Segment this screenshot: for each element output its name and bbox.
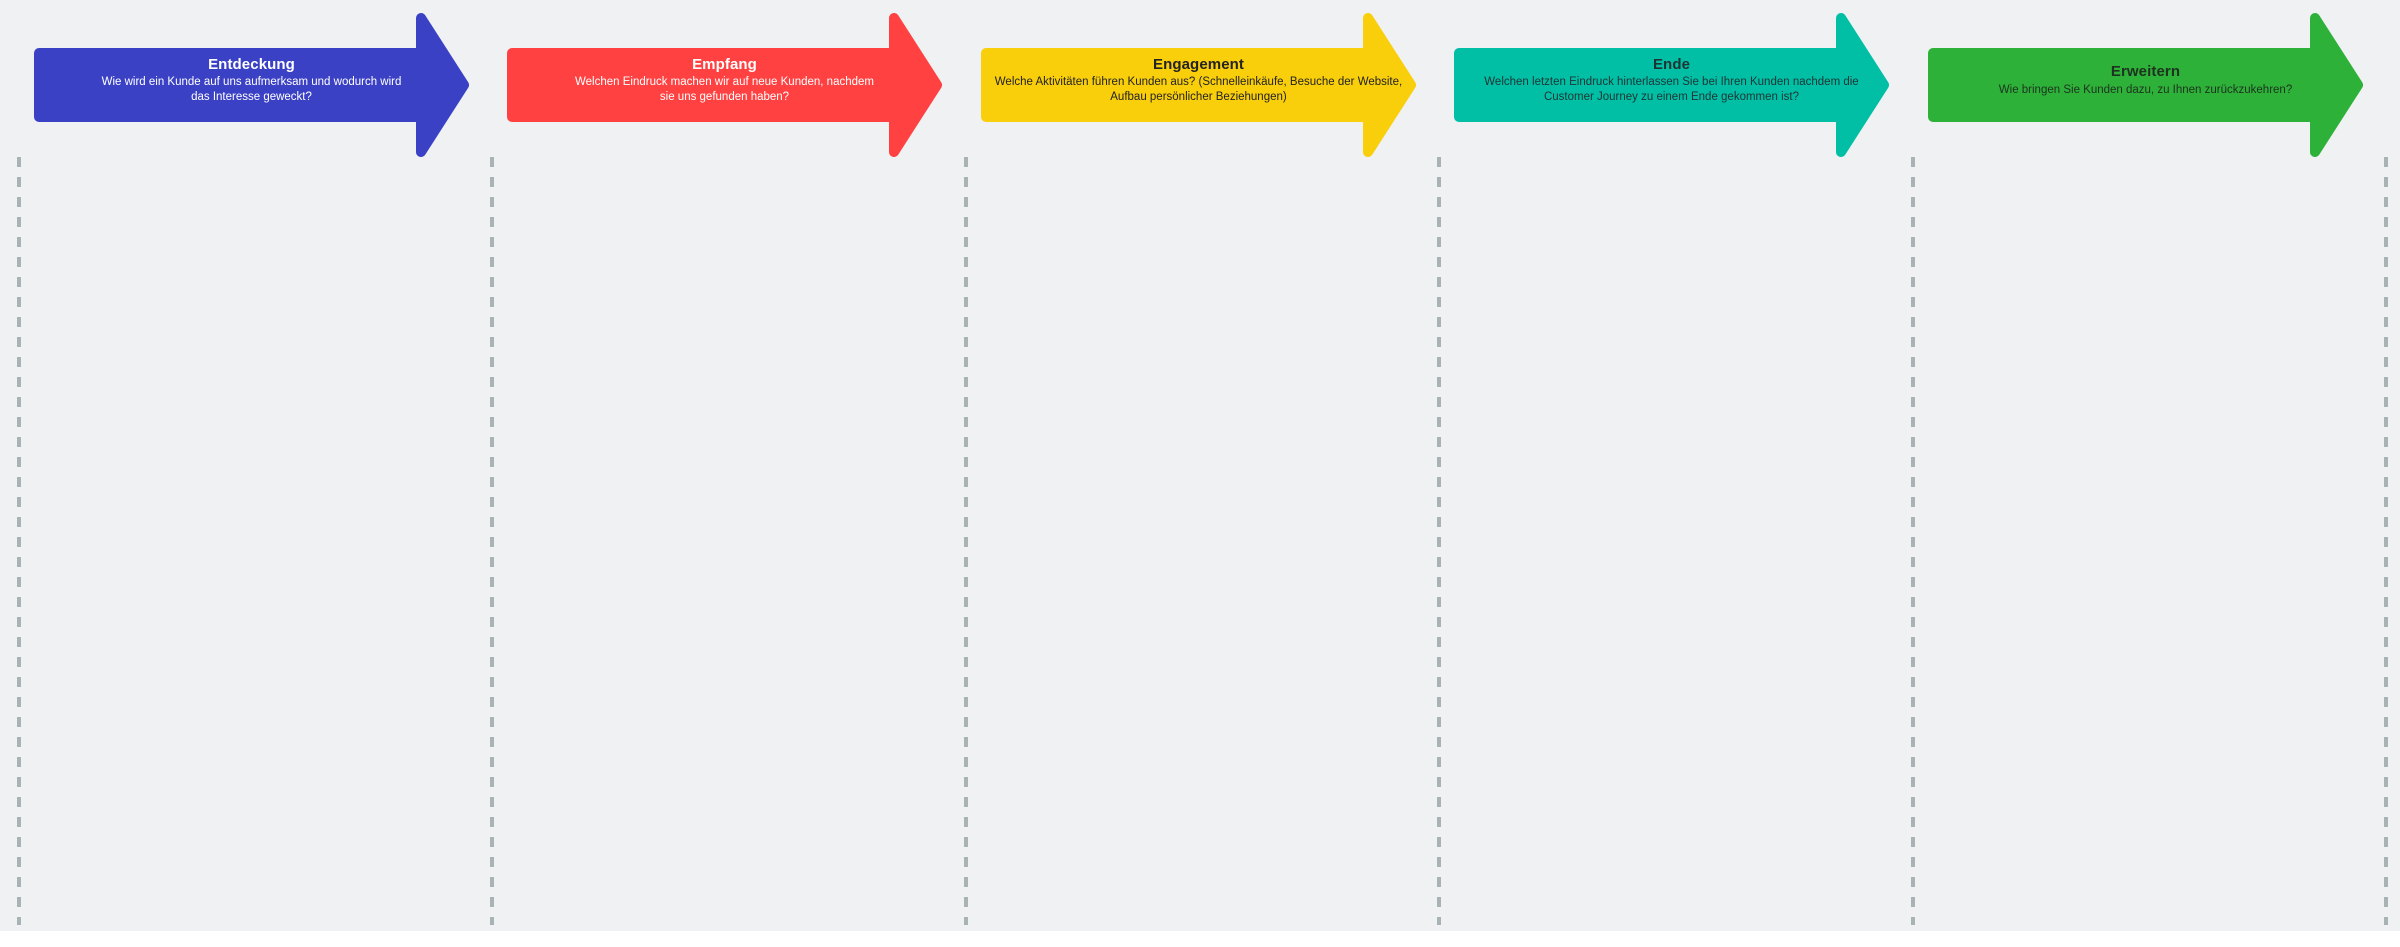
stage-title: Engagement (1152, 55, 1244, 73)
lane-divider (1437, 157, 1441, 925)
lane-divider (964, 157, 968, 925)
stage-title: Erweitern (2110, 63, 2181, 81)
stage-arrow-ende[interactable]: Ende Welchen letzten Eindruck hinterlass… (1454, 13, 1889, 157)
arrow-polygon (1928, 13, 2363, 157)
stage-description: Wie wird ein Kunde auf uns aufmerksam un… (101, 76, 402, 104)
arrow-polygon (1454, 13, 1889, 157)
stage-title: Ende (1652, 55, 1691, 73)
stage-description: Welchen letzten Eindruck hinterlassen Si… (1484, 76, 1859, 104)
arrow-polygon (507, 13, 942, 157)
arrow-right-shape (1928, 13, 2363, 157)
bottom-strip (0, 931, 2400, 947)
stage-text: Entdeckung Wie wird ein Kunde auf uns au… (34, 43, 469, 117)
lane-divider (1911, 157, 1915, 925)
stage-arrow-erweitern[interactable]: Erweitern Wie bringen Sie Kunden dazu, z… (1928, 13, 2363, 157)
arrow-right-shape (34, 13, 469, 157)
stage-description: Welche Aktivitäten führen Kunden aus? (S… (994, 76, 1403, 104)
stage-arrow-empfang[interactable]: Empfang Welchen Eindruck machen wir auf … (507, 13, 942, 157)
arrow-polygon (34, 13, 469, 157)
arrow-polygon (981, 13, 1416, 157)
lane-divider (490, 157, 494, 925)
stage-text: Ende Welchen letzten Eindruck hinterlass… (1454, 43, 1889, 117)
stage-text: Erweitern Wie bringen Sie Kunden dazu, z… (1928, 43, 2363, 117)
stage-description: Welchen Eindruck machen wir auf neue Kun… (575, 76, 874, 104)
stage-title: Entdeckung (208, 55, 295, 73)
stage-text: Engagement Welche Aktivitäten führen Kun… (981, 43, 1416, 117)
lane-divider (2384, 157, 2388, 925)
stage-text: Empfang Welchen Eindruck machen wir auf … (507, 43, 942, 117)
stage-title: Empfang (692, 55, 757, 73)
stage-arrow-engagement[interactable]: Engagement Welche Aktivitäten führen Kun… (981, 13, 1416, 157)
stage-arrow-entdeckung[interactable]: Entdeckung Wie wird ein Kunde auf uns au… (34, 13, 469, 157)
lane-divider (17, 157, 21, 925)
arrow-right-shape (981, 13, 1416, 157)
stage-description: Wie bringen Sie Kunden dazu, zu Ihnen zu… (1998, 83, 2293, 96)
arrow-right-shape (507, 13, 942, 157)
arrow-right-shape (1454, 13, 1889, 157)
